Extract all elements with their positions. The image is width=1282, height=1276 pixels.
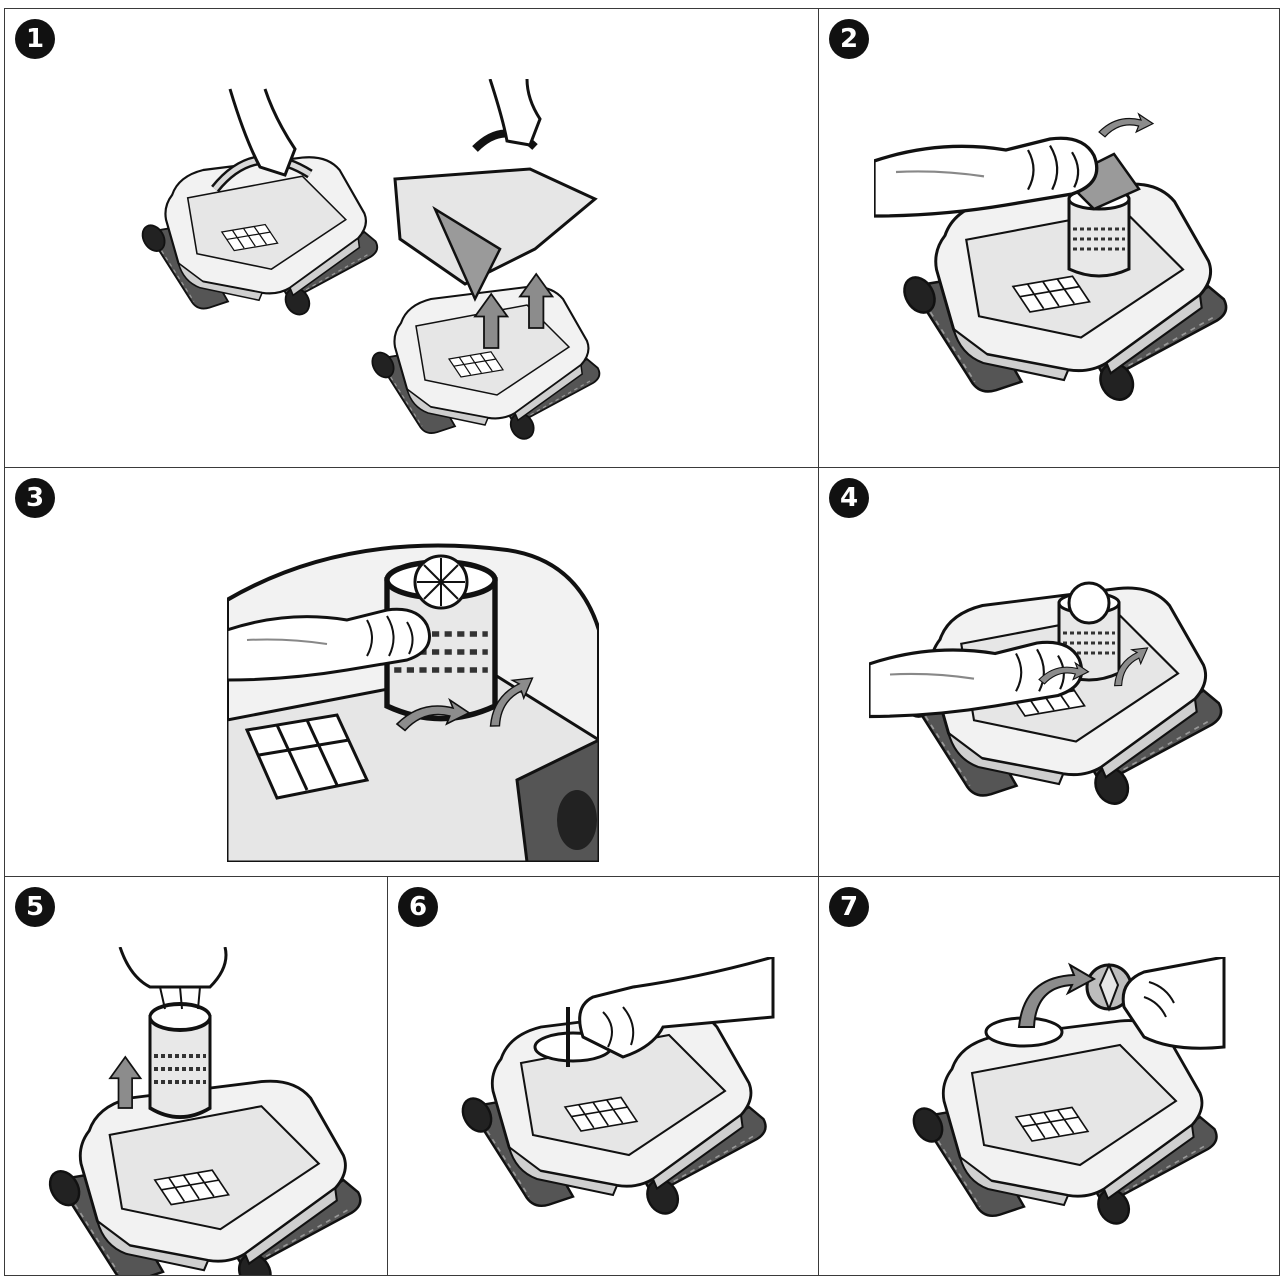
- step-7-illustration: [904, 957, 1234, 1267]
- step-4-panel: 4: [818, 467, 1280, 877]
- step-1-panel: 1: [4, 8, 819, 468]
- step-4-illustration: [869, 543, 1229, 863]
- step-1-illustration: [135, 79, 655, 459]
- step-7-panel: 7: [818, 876, 1280, 1276]
- step-2-illustration: [874, 109, 1234, 429]
- step-6-illustration: [443, 957, 783, 1267]
- step-5-badge: 5: [15, 887, 55, 927]
- step-5-illustration: [40, 947, 370, 1276]
- step-6-badge: 6: [398, 887, 438, 927]
- step-3-illustration: [227, 540, 599, 862]
- step-1-badge: 1: [15, 19, 55, 59]
- step-5-panel: 5: [4, 876, 388, 1276]
- step-3-badge: 3: [15, 478, 55, 518]
- step-7-badge: 7: [829, 887, 869, 927]
- step-4-badge: 4: [829, 478, 869, 518]
- step-2-panel: 2: [818, 8, 1280, 468]
- step-6-panel: 6: [387, 876, 819, 1276]
- step-2-badge: 2: [829, 19, 869, 59]
- step-3-panel: 3: [4, 467, 819, 877]
